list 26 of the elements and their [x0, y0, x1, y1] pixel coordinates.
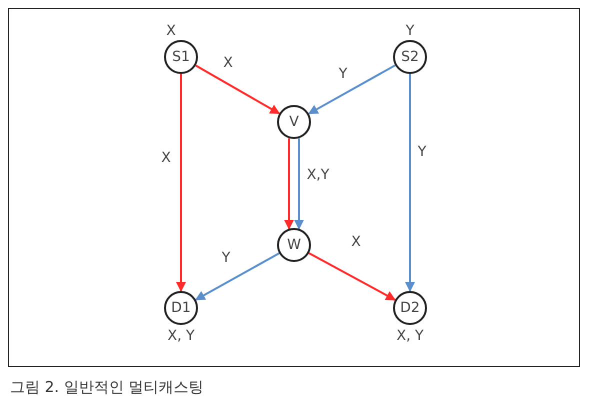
node-label: V	[289, 114, 299, 130]
node-label: W	[287, 237, 301, 253]
arrow	[294, 138, 304, 230]
arrow	[194, 252, 280, 301]
node-circle	[393, 40, 427, 74]
node-annotation: X, Y	[396, 328, 424, 344]
node-circle	[277, 105, 311, 139]
node-label: D2	[400, 300, 420, 316]
node-label: D1	[171, 300, 191, 316]
node-label: S2	[401, 49, 419, 65]
arrow	[405, 74, 415, 292]
node-label: S1	[172, 49, 190, 65]
node-annotation: X, Y	[167, 328, 195, 344]
node-circle	[277, 228, 311, 262]
node-circle	[164, 40, 198, 74]
node-annotation: Y	[406, 23, 414, 39]
figure-caption: 그림 2. 일반적인 멀티캐스팅	[10, 378, 204, 397]
edge-label: X,Y	[306, 167, 330, 183]
node-circle	[393, 291, 427, 325]
node-circle	[164, 291, 198, 325]
arrow	[308, 252, 396, 301]
arrow	[195, 64, 280, 114]
node-annotation: X	[166, 23, 176, 39]
arrow	[284, 138, 294, 230]
arrow	[176, 74, 186, 292]
arrow	[308, 64, 396, 115]
